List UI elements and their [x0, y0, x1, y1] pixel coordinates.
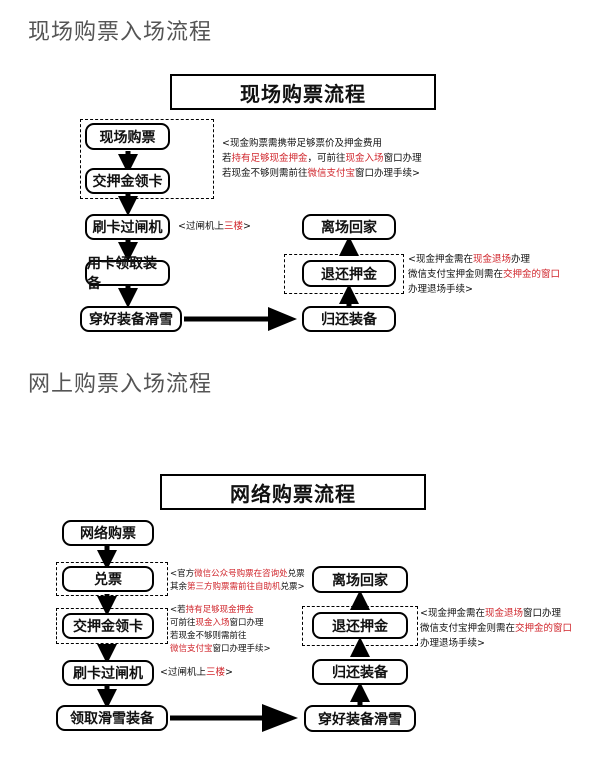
s1-node-buy: 现场购票	[85, 123, 170, 150]
section1-title: 现场购票流程	[170, 74, 436, 110]
s2-node-leave: 离场回家	[312, 566, 408, 593]
section2-ticket-group	[56, 562, 168, 596]
section1-purchase-group	[80, 119, 214, 199]
section2-heading: 网上购票入场流程	[28, 372, 213, 397]
s2-node-return: 归还装备	[312, 659, 408, 685]
s1-note-gate: <过闸机上三楼>	[178, 221, 251, 232]
s2-note-gate: <过闸机上三楼>	[160, 667, 233, 678]
section1-refund-group	[284, 254, 404, 294]
s1-node-gate: 刷卡过闸机	[85, 214, 170, 240]
s2-node-wear: 穿好装备滑雪	[304, 705, 416, 732]
s2-note-refund: <现金押金需在现金退场窗口办理 微信支付宝押金则需在交押金的窗口 办理退场手续>	[420, 608, 573, 649]
s2-node-ticket: 兑票	[62, 566, 154, 592]
s2-node-deposit: 交押金领卡	[62, 613, 154, 639]
s2-note-deposit: <若持有足够现金押金 可前往现金入场窗口办理 若现金不够则需前往 微信支付宝窗口…	[170, 605, 271, 654]
s1-node-refund: 退还押金	[302, 260, 396, 287]
s1-node-wear: 穿好装备滑雪	[80, 306, 182, 332]
s2-node-gate: 刷卡过闸机	[62, 660, 154, 686]
section1-heading: 现场购票入场流程	[28, 20, 213, 45]
s1-node-deposit: 交押金领卡	[85, 168, 170, 194]
s1-note-refund: <现金押金需在现金退场办理 微信支付宝押金则需在交押金的窗口 办理退场手续>	[408, 254, 561, 295]
section2-refund-group	[302, 606, 418, 646]
section2-deposit-group	[56, 608, 168, 644]
s1-node-return: 归还装备	[302, 306, 396, 332]
section2-title: 网络购票流程	[160, 474, 426, 510]
s2-note-ticket: <官方微信公众号购票在咨询处兑票 其余第三方购票需前往自助机兑票>	[170, 569, 305, 592]
s1-note-purchase: <现金购票需携带足够票价及押金费用 若持有足够现金押金，可前往现金入场窗口办理 …	[222, 138, 422, 179]
s2-node-equip: 领取滑雪装备	[56, 705, 168, 731]
s1-node-leave: 离场回家	[302, 214, 396, 240]
s2-node-buy: 网络购票	[62, 520, 154, 546]
s2-node-refund: 退还押金	[312, 612, 408, 639]
